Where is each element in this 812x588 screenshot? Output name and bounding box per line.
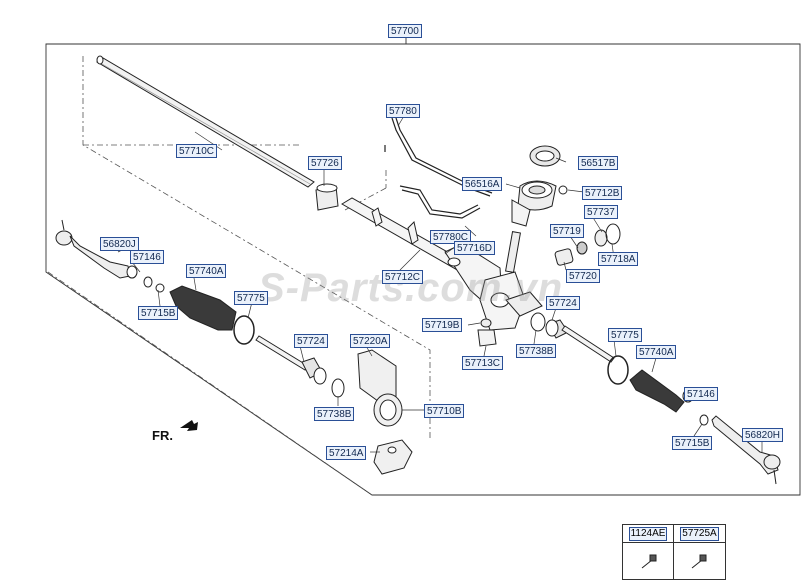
callout-57738b-left[interactable]: 57738B <box>314 407 355 421</box>
callout-57712b[interactable]: 57712B <box>582 186 623 200</box>
legend-header-1: 1124AE <box>623 525 674 543</box>
hardware-legend-table: 1124AE 57725A <box>622 524 726 580</box>
callout-57737[interactable]: 57737 <box>584 205 618 219</box>
bolt-1124ae-icon <box>641 554 657 569</box>
callout-56820h[interactable]: 56820H <box>742 428 784 442</box>
callout-57775-left[interactable]: 57775 <box>234 291 268 305</box>
legend-cell-1 <box>623 543 674 579</box>
callout-57719b[interactable]: 57719B <box>422 318 463 332</box>
leader-lines <box>117 115 763 453</box>
callout-57710c[interactable]: 57710C <box>176 144 218 158</box>
callout-57718a[interactable]: 57718A <box>598 252 639 266</box>
yoke-parts-icon <box>477 223 621 347</box>
direction-arrow-icon <box>180 420 198 431</box>
callout-57724-right[interactable]: 57724 <box>546 296 580 310</box>
rack-housing-icon <box>96 55 315 188</box>
callout-57740a-left[interactable]: 57740A <box>186 264 227 278</box>
legend-code-57725a[interactable]: 57725A <box>680 526 719 541</box>
callout-57775-right[interactable]: 57775 <box>608 328 642 342</box>
pipe-lines-icon <box>384 117 493 219</box>
direction-label: FR. <box>152 428 173 443</box>
callout-57716d[interactable]: 57716D <box>454 241 496 255</box>
callout-57220a[interactable]: 57220A <box>350 334 391 348</box>
legend-bolts <box>641 554 707 569</box>
callout-57700[interactable]: 57700 <box>388 24 422 38</box>
callout-57214a[interactable]: 57214A <box>326 446 367 460</box>
callout-57720[interactable]: 57720 <box>566 269 600 283</box>
callout-57719[interactable]: 57719 <box>550 224 584 238</box>
callout-57146-right[interactable]: 57146 <box>684 387 718 401</box>
bolt-57725a-icon <box>691 554 707 569</box>
callout-57780c[interactable]: 57780C <box>430 230 472 244</box>
legend-cell-2 <box>674 543 725 579</box>
legend-code-1124ae[interactable]: 1124AE <box>628 526 668 541</box>
bellows-left-icon <box>169 285 255 345</box>
callout-57738b-right[interactable]: 57738B <box>516 344 557 358</box>
tie-rod-end-left-icon <box>55 219 165 293</box>
callout-57713c[interactable]: 57713C <box>462 356 504 370</box>
tie-rod-end-right-icon <box>711 415 781 485</box>
callout-57740a-right[interactable]: 57740A <box>636 345 677 359</box>
callout-57724-left[interactable]: 57724 <box>294 334 328 348</box>
callout-57146-left[interactable]: 57146 <box>130 250 164 264</box>
bush-icon <box>315 183 339 211</box>
pinion-housing-icon <box>511 145 568 227</box>
callout-57712c[interactable]: 57712C <box>382 270 424 284</box>
callout-56516a[interactable]: 56516A <box>462 177 503 191</box>
assembly-frame <box>45 38 801 496</box>
callout-56517b[interactable]: 56517B <box>578 156 619 170</box>
inner-ball-joint-left-icon <box>255 335 345 398</box>
callout-56820j[interactable]: 56820J <box>100 237 139 251</box>
callout-57726[interactable]: 57726 <box>308 156 342 170</box>
callout-57715b-left[interactable]: 57715B <box>138 306 179 320</box>
steering-gear-body-icon <box>341 197 543 331</box>
mounting-bracket-icon <box>357 349 413 475</box>
legend-header-2: 57725A <box>674 525 725 543</box>
callout-57710b[interactable]: 57710B <box>424 404 465 418</box>
callout-57715b-right[interactable]: 57715B <box>672 436 713 450</box>
callout-57780[interactable]: 57780 <box>386 104 420 118</box>
